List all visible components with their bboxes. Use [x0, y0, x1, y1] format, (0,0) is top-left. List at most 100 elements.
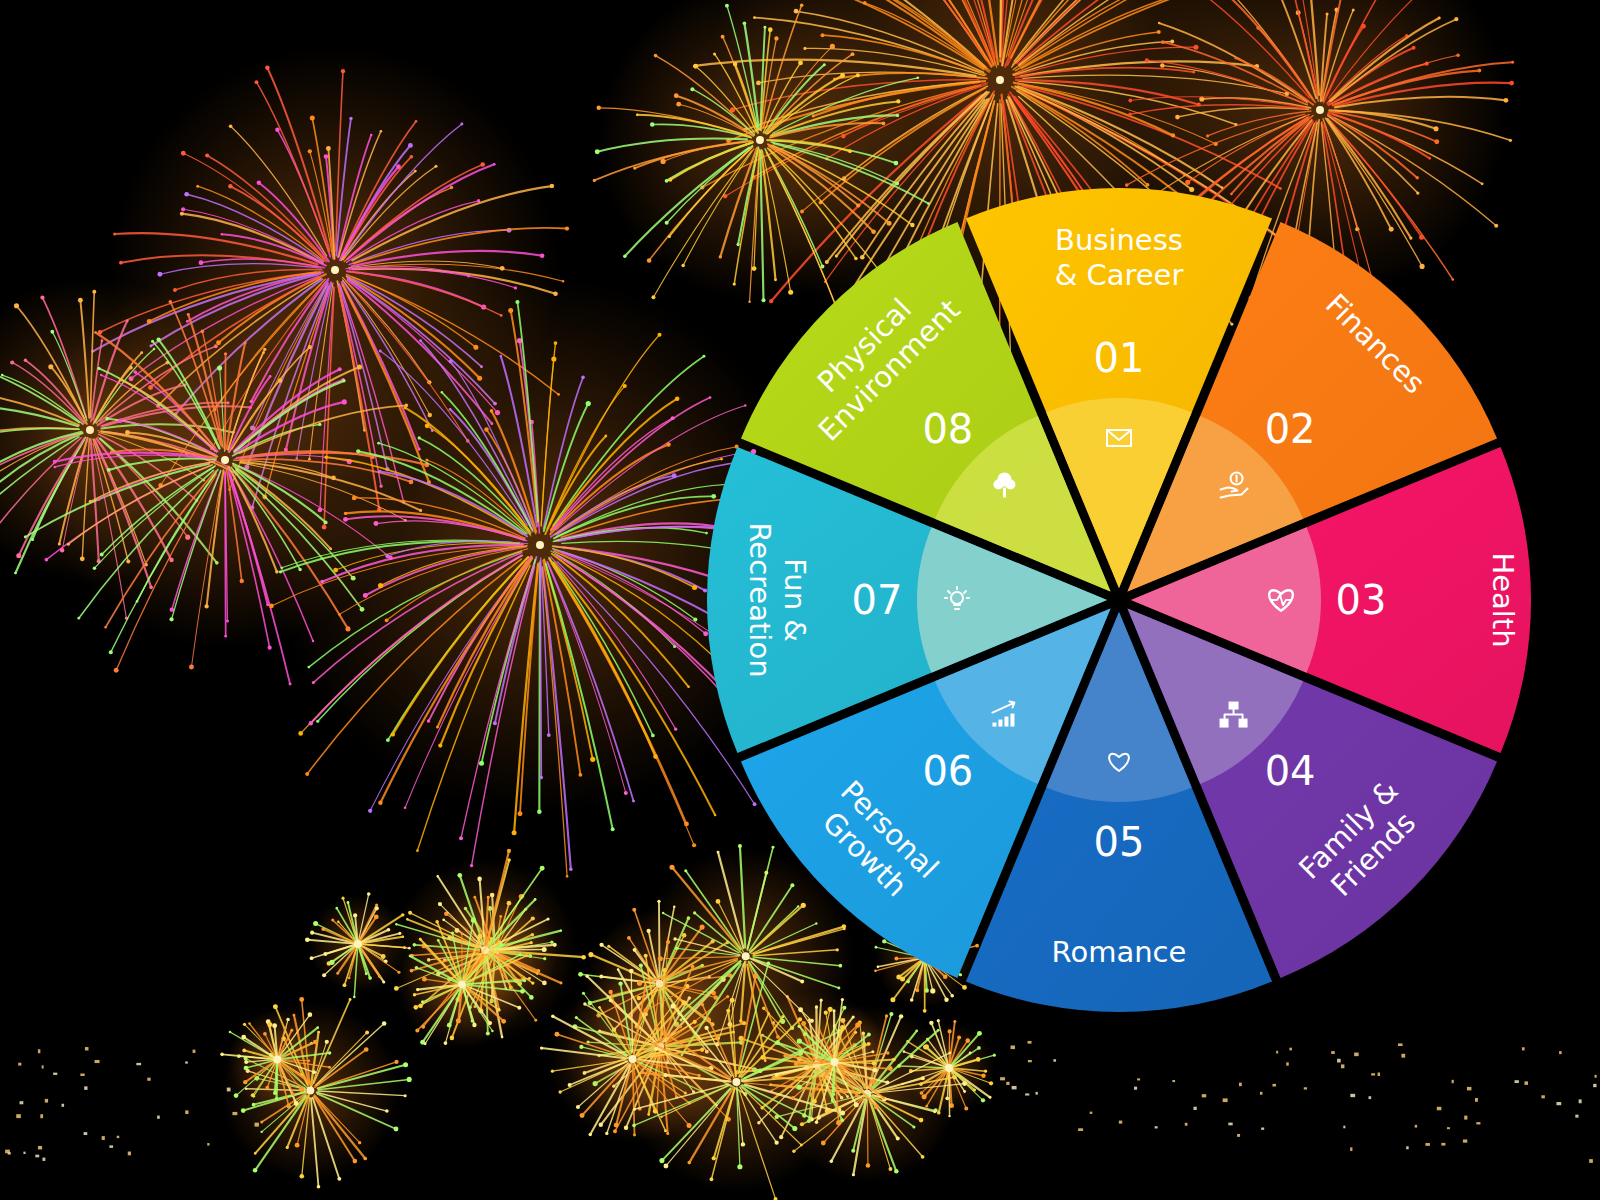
firework-spark [438, 743, 442, 747]
firework-spark [837, 987, 840, 990]
firework-spark [848, 149, 852, 153]
firework-spark [380, 130, 383, 133]
firework-spark [588, 952, 593, 957]
firework-spark [912, 1125, 915, 1128]
firework-spark [280, 566, 283, 569]
firework-spark [540, 776, 543, 779]
firework-spark [910, 998, 914, 1002]
firework-spark [921, 1155, 925, 1159]
firework-spark [224, 635, 227, 638]
firework-spark [875, 946, 878, 949]
firework-spark [343, 517, 348, 522]
firework-spark [313, 1040, 317, 1044]
firework-spark [1434, 139, 1439, 144]
firework-streak [438, 557, 532, 727]
firework-spark [441, 391, 443, 393]
firework-streak [90, 462, 214, 502]
firework-spark [507, 849, 511, 853]
firework-streak [109, 459, 216, 470]
firework-spark [413, 1005, 418, 1010]
firework-spark [67, 543, 70, 546]
firework-spark [930, 988, 935, 993]
firework-streak [96, 332, 215, 447]
firework-streak [268, 1022, 276, 1057]
firework-streak [1130, 97, 1304, 108]
firework-spark [866, 1163, 871, 1168]
firework-streak [465, 986, 498, 1009]
firework-streak [1000, 0, 1002, 56]
firework-spark [367, 892, 371, 896]
firework-streak [279, 1062, 294, 1094]
firework-streak [338, 135, 371, 257]
firework-spark [268, 646, 272, 650]
firework-streak [280, 1015, 310, 1056]
firework-spark [1509, 81, 1514, 86]
firework-spark [1206, 134, 1209, 137]
firework-streak [766, 152, 839, 316]
firework-spark [404, 1094, 407, 1097]
firework-streak [230, 186, 326, 261]
firework-spark [560, 929, 562, 931]
firework-spark [279, 570, 282, 573]
firework-spark [830, 44, 835, 49]
firework-spark [871, 229, 876, 234]
firework-spark [581, 376, 585, 380]
firework-spark [292, 1093, 295, 1096]
firework-spark [1412, 46, 1416, 50]
firework-spark [119, 261, 123, 265]
firework-spark [690, 87, 694, 91]
firework-streak [463, 988, 474, 1025]
firework-spark [798, 61, 803, 66]
firework-spark [976, 1057, 981, 1062]
firework-streak [1335, 97, 1506, 108]
firework-spark [459, 836, 463, 840]
firework-streak [550, 444, 668, 534]
firework-spark [391, 732, 395, 736]
firework-spark [348, 977, 350, 979]
firework-spark [702, 355, 705, 358]
firework-spark [307, 666, 310, 669]
firework-streak [246, 1060, 275, 1068]
firework-spark [442, 918, 445, 921]
firework-streak [311, 555, 522, 723]
firework-spark [484, 427, 489, 432]
firework-spark [488, 1021, 492, 1025]
firework-spark [887, 221, 892, 226]
firework-spark [241, 1108, 246, 1113]
firework-spark [477, 877, 482, 882]
firework-spark [438, 902, 442, 906]
firework-spark [92, 290, 96, 294]
firework-spark [684, 821, 689, 826]
firework-spark [1326, 12, 1329, 15]
firework-glow [397, 919, 527, 1049]
firework-spark [1511, 61, 1514, 64]
firework-spark [565, 226, 569, 230]
firework-spark [993, 1054, 996, 1057]
firework-streak [229, 473, 270, 648]
firework-spark [422, 977, 427, 982]
firework-spark [856, 204, 860, 208]
firework-spark [852, 1173, 855, 1176]
firework-spark [472, 1023, 476, 1027]
firework-streak [760, 151, 763, 300]
firework-spark [294, 1101, 299, 1106]
firework-spark [324, 154, 329, 159]
firework-spark [325, 1040, 329, 1044]
firework-spark [104, 626, 106, 628]
firework-spark [378, 583, 383, 588]
firework-spark [387, 928, 391, 932]
firework-spark [693, 64, 698, 69]
firework-spark [975, 944, 979, 948]
firework-streak [1231, 116, 1312, 194]
firework-spark [184, 192, 189, 197]
firework-streak [452, 933, 461, 980]
firework-spark [788, 290, 793, 295]
firework-spark [336, 972, 339, 975]
firework-spark [896, 1136, 900, 1140]
firework-spark [854, 257, 858, 261]
firework-streak [317, 1062, 396, 1088]
firework-streak [468, 979, 530, 984]
firework-spark [491, 1030, 493, 1032]
firework-spark [705, 532, 708, 535]
firework-spark [1481, 182, 1484, 185]
